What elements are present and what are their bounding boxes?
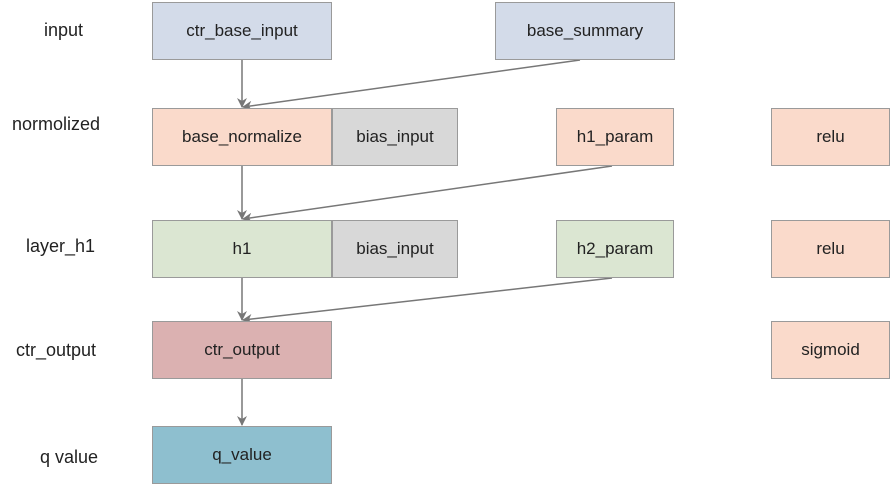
row-label-ctr-output: ctr_output [16, 340, 97, 360]
node-relu-1[interactable]: relu [771, 108, 890, 166]
node-sigmoid[interactable]: sigmoid [771, 321, 890, 379]
node-label: q_value [212, 445, 272, 464]
node-label: relu [816, 239, 845, 258]
node-bias-input-1[interactable]: bias_input [332, 108, 458, 166]
node-label: base_normalize [181, 127, 302, 146]
node-label: h2_param [576, 239, 654, 258]
node-q-value[interactable]: q_value [152, 426, 332, 484]
node-label: ctr_output [204, 340, 280, 359]
edge-h1-param-to-h1 [242, 165, 613, 223]
node-ctr-output[interactable]: ctr_output [152, 321, 332, 379]
node-label: ctr_base_input [186, 21, 298, 40]
node-label: relu [816, 127, 845, 146]
node-base-normalize[interactable]: base_normalize [152, 108, 332, 166]
node-label: bias_input [356, 239, 434, 258]
node-label: base_summary [526, 21, 644, 40]
node-label: h1 [232, 239, 252, 258]
row-label-layer-h1: layer_h1 [26, 236, 96, 256]
row-label-normalized: normolized [12, 114, 101, 134]
node-h1[interactable]: h1 [152, 220, 332, 278]
edge-h2-param-to-ctr-output [242, 277, 613, 324]
row-label-input: input [44, 20, 84, 40]
node-label: sigmoid [801, 340, 860, 359]
row-label-q-value: q value [40, 447, 99, 467]
node-label: bias_input [356, 127, 434, 146]
node-bias-input-2[interactable]: bias_input [332, 220, 458, 278]
node-h1-param[interactable]: h1_param [556, 108, 674, 166]
node-ctr-base-input[interactable]: ctr_base_input [152, 2, 332, 60]
node-base-summary[interactable]: base_summary [495, 2, 675, 60]
node-label: h1_param [576, 127, 654, 146]
edge-base-summary-to-base-normalize [242, 59, 581, 111]
node-h2-param[interactable]: h2_param [556, 220, 674, 278]
node-relu-2[interactable]: relu [771, 220, 890, 278]
